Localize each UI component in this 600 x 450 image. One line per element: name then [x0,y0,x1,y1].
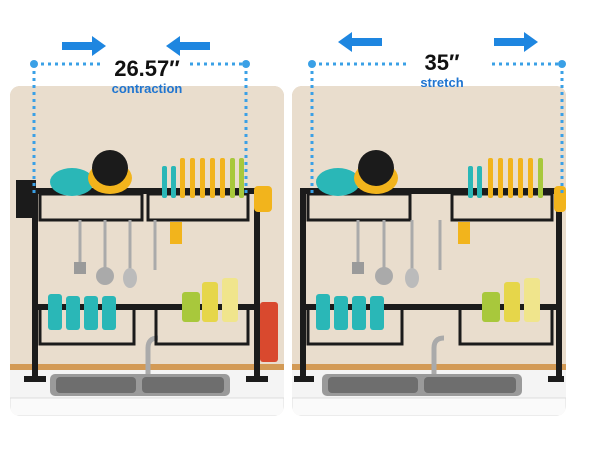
arrow-left-icon [338,32,382,52]
kitchen-scene-contraction [10,86,284,416]
stretch-dimension-line [310,62,564,196]
rack-top-shelf [32,188,260,194]
stretch-label-group: 35″ stretch [402,50,482,90]
rack-illustration-stretch [292,86,566,416]
contraction-dimension-line [32,62,248,196]
contraction-label: contraction [111,81,183,96]
arrow-right-icon [62,36,106,56]
kitchen-scene-stretch [292,86,566,416]
arrow-right-icon [494,32,538,52]
stretch-measurement: 35″ [424,50,460,75]
rack-bottom-shelf [32,304,260,310]
contraction-label-group: 26.57″ contraction [104,56,190,96]
stretch-label: stretch [420,75,464,90]
arrow-left-icon [166,36,210,56]
rack-illustration-contraction [10,86,284,416]
contraction-measurement: 26.57″ [114,56,180,81]
